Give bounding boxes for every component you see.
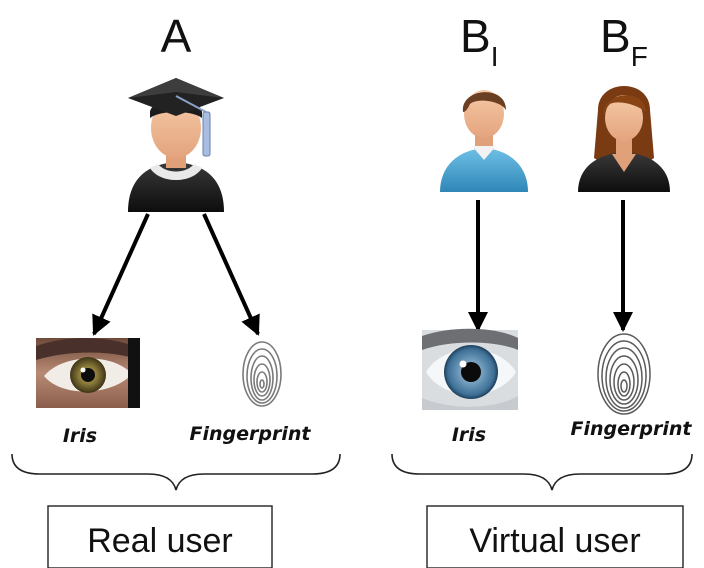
blue-iris-photo bbox=[422, 328, 518, 410]
graduate-user-icon bbox=[128, 78, 224, 212]
fingerprint-image-virtual bbox=[597, 333, 651, 415]
label-virtual-iris: Iris bbox=[452, 424, 486, 446]
real-user-box: Real user bbox=[47, 505, 273, 568]
virtual-user-box: Virtual user bbox=[426, 505, 684, 568]
female-user-icon bbox=[578, 86, 670, 192]
real-user-label: Real user bbox=[87, 522, 233, 560]
label-user-b-iris: BI bbox=[460, 10, 498, 72]
label-b-iris-subscript: I bbox=[491, 41, 499, 72]
label-real-fingerprint: Fingerprint bbox=[190, 423, 312, 445]
virtual-user-label: Virtual user bbox=[469, 522, 640, 560]
label-user-b-fingerprint: BF bbox=[600, 10, 648, 72]
label-b-finger-subscript: F bbox=[631, 41, 648, 72]
brace-virtual-user bbox=[391, 453, 693, 491]
label-user-a: A bbox=[161, 10, 192, 62]
label-real-iris: Iris bbox=[63, 425, 97, 447]
label-virtual-fingerprint: Fingerprint bbox=[571, 418, 693, 440]
brown-iris-photo bbox=[36, 337, 140, 408]
male-user-icon bbox=[440, 90, 528, 192]
label-b-iris-letter: B bbox=[460, 10, 491, 62]
arrow-a-to-iris bbox=[92, 213, 150, 336]
fingerprint-image-real bbox=[242, 341, 282, 407]
label-b-finger-letter: B bbox=[600, 10, 631, 62]
brace-real-user bbox=[11, 453, 341, 491]
arrow-a-to-fingerprint bbox=[202, 213, 260, 336]
